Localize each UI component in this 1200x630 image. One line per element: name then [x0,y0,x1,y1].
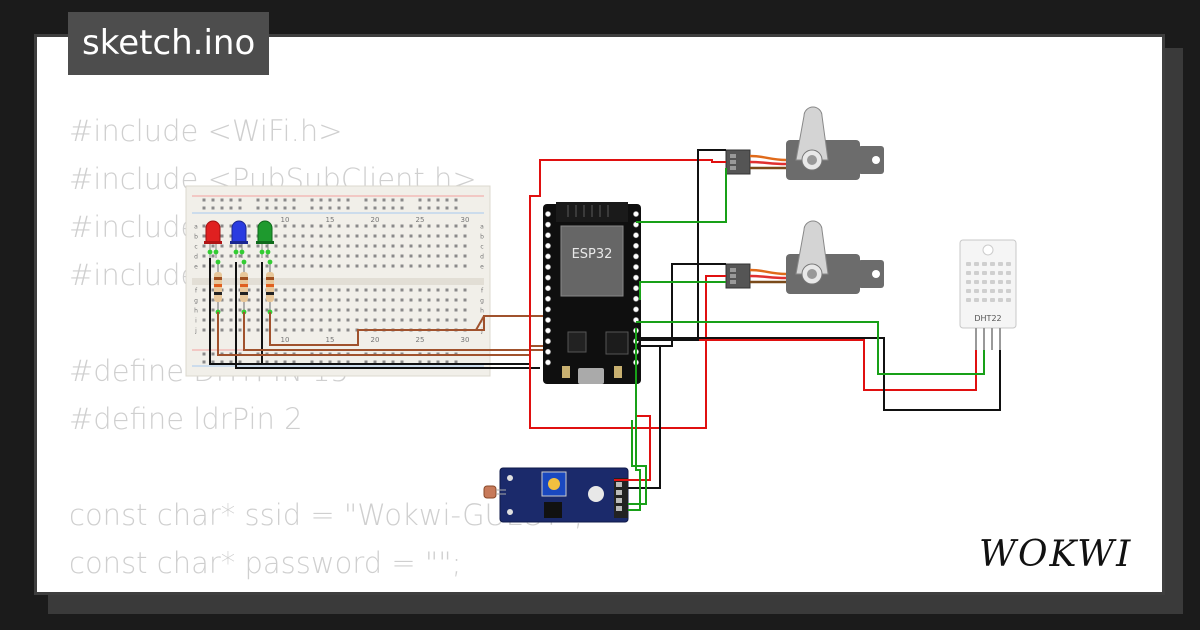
wires [529,149,1001,511]
breadboard-column-number: 30 [461,336,470,344]
breadboard-column-number: 10 [281,336,290,344]
servo-bottom[interactable] [725,220,884,294]
breadboard-row-letter: f [195,288,198,295]
code-line: const char* password = ""; [69,546,462,580]
code-line: #define ldrPin 2 [69,402,303,436]
breadboard-row-letter: a [194,224,198,231]
dht22-sensor[interactable]: DHT22 [959,239,1017,350]
breadboard-row-letter: j [194,328,197,335]
breadboard-row-letter: b [480,234,484,241]
breadboard-column-number: 25 [416,336,425,344]
breadboard-row-letter: a [480,224,484,231]
breadboard-row-letter: c [480,244,483,251]
wokwi-logo: WOKWI [979,534,1132,575]
breadboard-row-letter: h [480,308,484,315]
breadboard-column-number: 30 [461,216,470,224]
breadboard-column-number: 15 [326,336,335,344]
breadboard-column-number: 20 [371,336,380,344]
breadboard-wires [209,258,549,369]
esp32-board[interactable]: ESP32 [543,202,641,384]
esp32-label: ESP32 [572,247,613,262]
breadboard-row-letter: g [194,298,198,305]
breadboard-column-number: 25 [416,216,425,224]
breadboard-row-letter: i [195,318,197,325]
led-blue[interactable] [230,220,248,258]
dht22-label: DHT22 [974,314,1001,323]
breadboard-row-letter: g [480,298,484,305]
breadboard-column-number: 15 [326,216,335,224]
breadboard-row-letter: d [194,254,198,261]
esp32-pins [545,211,639,366]
resistor-1[interactable] [214,262,222,312]
breadboard-row-letter: h [194,308,198,315]
breadboard-column-number: 20 [371,216,380,224]
servo-top[interactable] [725,106,884,180]
breadboard-row-letter: c [194,244,197,251]
breadboard-row-letter: e [194,264,198,271]
breadboard-column-numbers: 10 10 15 15 20 20 25 25 30 30 [281,216,470,344]
code-line: #include <WiFi.h> [69,114,343,148]
ldr-module[interactable] [483,467,629,523]
file-tab[interactable]: sketch.ino [68,12,270,75]
resistor-2[interactable] [240,262,248,312]
breadboard-row-letter: f [481,288,484,295]
code-line: const char* ssid = "Wokwi-GUEST"; [69,498,584,532]
breadboard-column-number: 10 [281,216,290,224]
breadboard-row-letter: e [480,264,484,271]
breadboard-row-letter: d [480,254,484,261]
breadboard-row-letter: b [194,234,198,241]
breadboard-green-dots [207,249,273,315]
resistor-3[interactable] [266,262,274,312]
logo-text: WOKWI [979,534,1132,575]
